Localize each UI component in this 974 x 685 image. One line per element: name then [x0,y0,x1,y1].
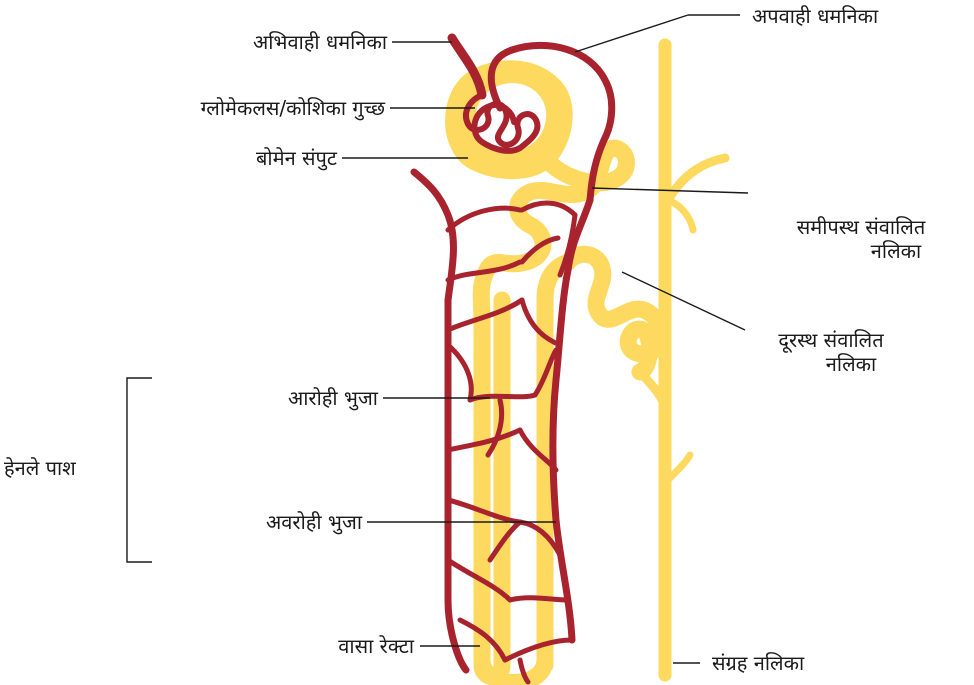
label-collecting-duct: संग्रह नलिका [712,651,804,675]
tubule [446,45,725,683]
label-bowmans-capsule: बोमेन संपुट [180,146,337,170]
label-ascending-limb: आरोही भुजा [200,386,378,410]
label-vasa-recta: वासा रेक्टा [260,634,414,658]
label-dct: दूरस्थ संवालित नलिका [742,328,920,376]
distal-convoluted-tubule [568,254,663,372]
loop-bottom [482,660,545,683]
label-glomerulus: ग्लोमेकलस/कोशिका गुच्छ [95,96,385,120]
label-dct-line2: नलिका [742,352,920,376]
label-efferent-arteriole: अपवाही धमनिका [752,4,878,28]
label-afferent-arteriole: अभिवाही धमनिका [165,30,387,54]
capillary-1 [448,208,520,230]
label-pct-line1: समीपस्थ संवालित [748,215,974,239]
capillary-19 [522,203,575,215]
peritubular-left [414,172,466,670]
label-dct-line1: दूरस्थ संवालित [742,328,920,352]
henle-bracket [127,378,152,562]
collecting-duct-branch-upper [668,158,725,200]
capillary-15 [510,598,568,600]
label-descending-limb: अवरोही भुजा [200,510,362,534]
label-henle-loop: हेनले पाश [4,456,76,480]
label-pct: समीपस्थ संवालित नलिका [748,215,974,263]
label-pct-line2: नलिका [748,239,974,263]
collecting-duct-branch-upper2 [668,200,693,230]
